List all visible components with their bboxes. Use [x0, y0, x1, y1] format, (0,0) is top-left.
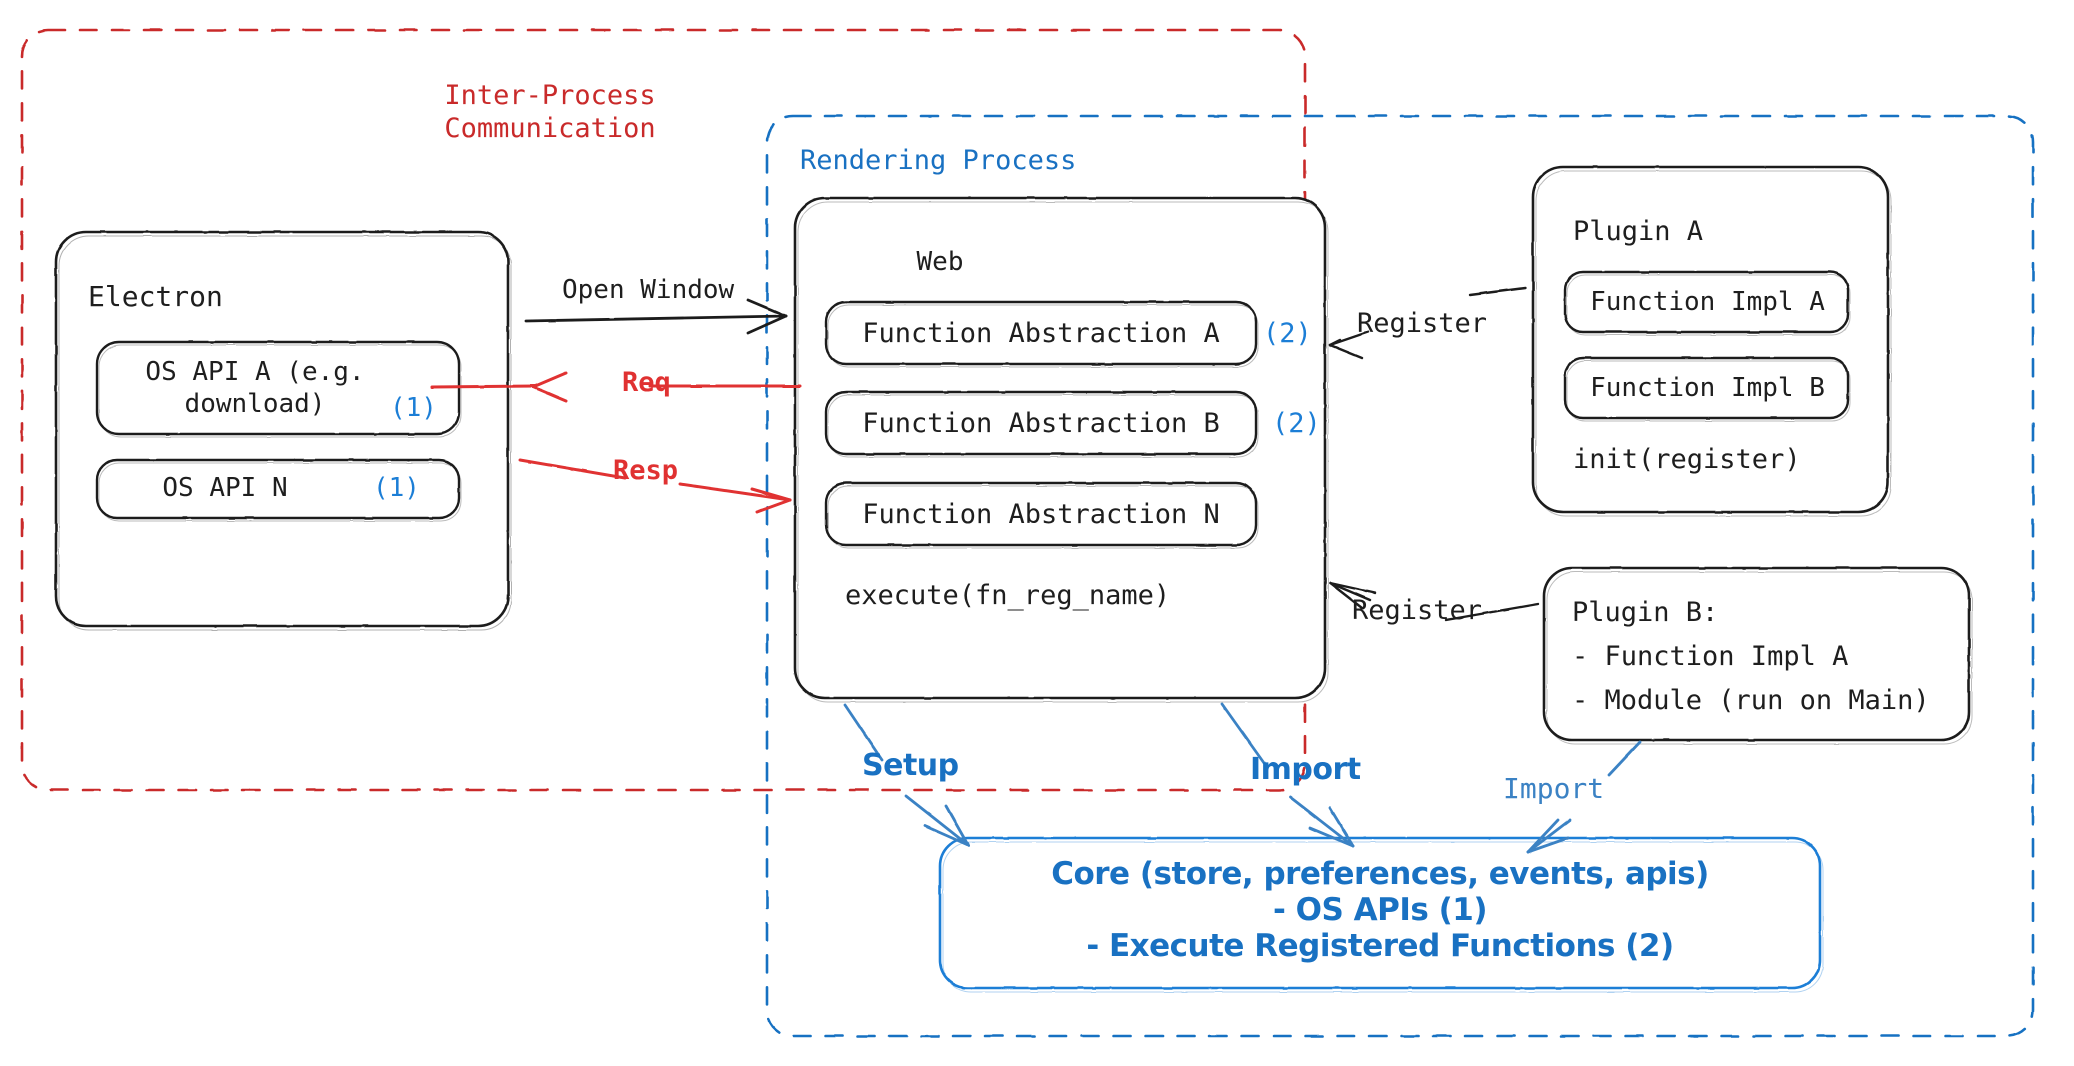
- plugin-a-box-outline: [1531, 165, 1892, 517]
- plugin-b-title: Plugin B:: [1572, 597, 1719, 628]
- core-box-outline: [938, 836, 1824, 993]
- web-execute-label: execute(fn_reg_name): [845, 580, 1171, 611]
- web-box-outline: [793, 196, 1329, 703]
- function-abstraction-b-marker: (2): [1272, 408, 1321, 439]
- plugin-b-line-module: - Module (run on Main): [1572, 685, 1930, 716]
- function-abstraction-b-label[interactable]: Function Abstraction B: [862, 408, 1220, 439]
- edge-label-import-plugin-b: Import: [1503, 772, 1605, 805]
- arrow-resp: [518, 458, 792, 514]
- os-api-n-label[interactable]: OS API N: [162, 473, 288, 503]
- rendering-process-label: Rendering Process: [800, 145, 1077, 176]
- edge-label-resp: Resp: [613, 455, 679, 486]
- web-title: Web: [916, 247, 964, 277]
- os-api-a-label[interactable]: OS API A (e.g. download): [145, 357, 365, 419]
- plugin-a-function-impl-a[interactable]: Function Impl A: [1590, 287, 1825, 317]
- edge-label-req: Req: [622, 367, 671, 398]
- os-api-n-marker: (1): [373, 473, 420, 503]
- ipc-container-outline: [20, 28, 1307, 792]
- core-execute-line: - Execute Registered Functions (2): [1086, 928, 1674, 964]
- rendering-process-container-outline: [765, 114, 2035, 1038]
- plugin-a-title: Plugin A: [1573, 216, 1704, 247]
- arrow-setup: [843, 703, 970, 847]
- edge-label-register-plugin-b: Register: [1352, 595, 1483, 626]
- plugin-b-box-outline: [1542, 566, 1973, 745]
- electron-title: Electron: [88, 280, 223, 313]
- function-abstraction-n-label[interactable]: Function Abstraction N: [862, 499, 1220, 530]
- plugin-a-function-impl-b[interactable]: Function Impl B: [1590, 373, 1825, 403]
- arrow-req: [430, 371, 802, 403]
- arrow-open-window: [524, 298, 788, 335]
- edge-label-setup: Setup: [862, 748, 959, 783]
- core-os-apis-line: - OS APIs (1): [1272, 892, 1488, 928]
- arrow-register-plugin-a: [1328, 286, 1527, 360]
- function-abstraction-a-label[interactable]: Function Abstraction A: [862, 318, 1220, 349]
- electron-box-outline: [54, 230, 512, 631]
- edge-label-import-web: Import: [1250, 752, 1361, 787]
- ipc-container-label: Inter-Process Communication: [444, 80, 656, 144]
- core-title-line: Core (store, preferences, events, apis): [1051, 856, 1709, 892]
- edge-label-register-plugin-a: Register: [1357, 308, 1488, 339]
- os-api-a-marker: (1): [390, 393, 437, 423]
- plugin-a-init-label: init(register): [1573, 444, 1801, 475]
- function-abstraction-a-marker: (2): [1263, 318, 1312, 349]
- edge-label-open-window: Open Window: [562, 275, 735, 305]
- arrow-register-plugin-b: [1328, 581, 1540, 622]
- arrow-import-web: [1220, 702, 1355, 848]
- plugin-b-line-function-impl-a: - Function Impl A: [1572, 641, 1849, 672]
- arrow-import-plugin-b: [1526, 740, 1642, 854]
